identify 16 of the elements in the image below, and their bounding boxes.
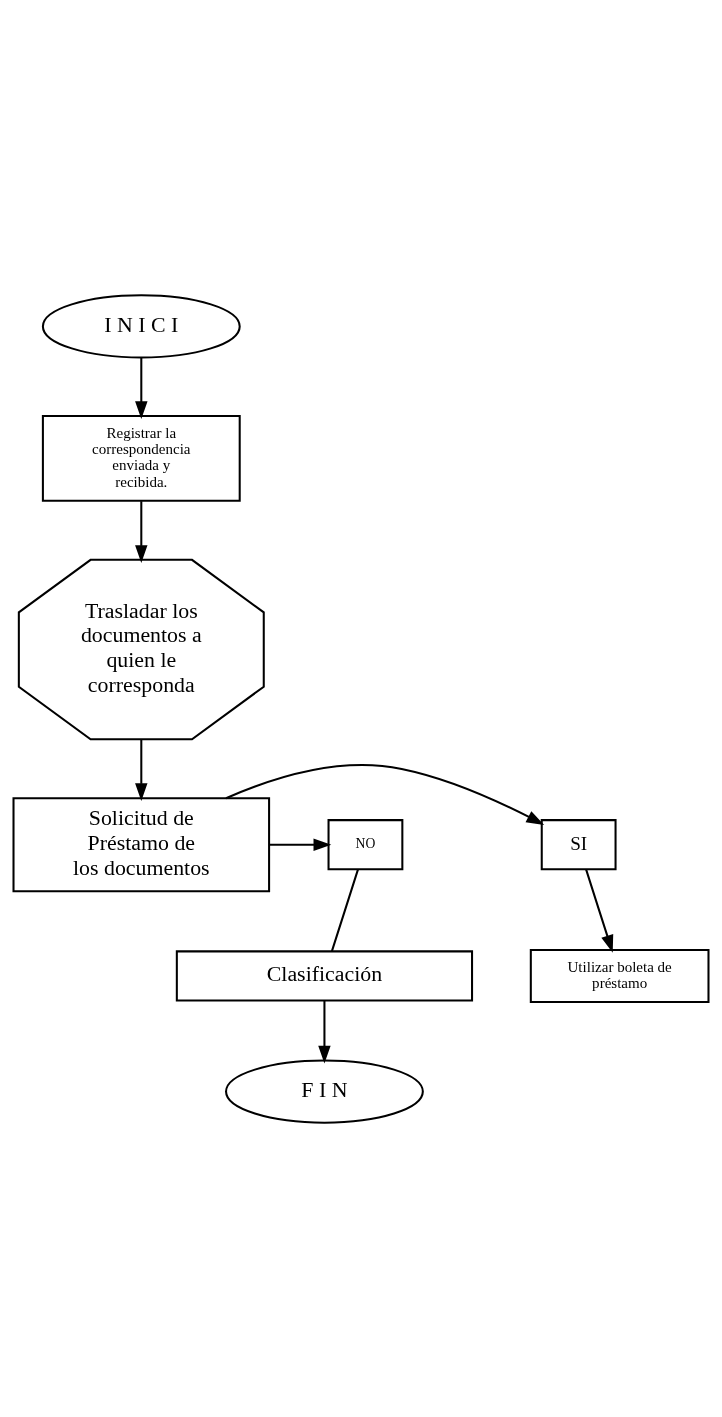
node-box: Registrar la correspondencia enviada y recibida.	[41, 414, 241, 502]
node-box: SI	[540, 818, 617, 870]
node-ellipse: F I N	[225, 1058, 424, 1124]
arrow	[269, 838, 332, 851]
node-ellipse: I N I C I	[41, 293, 241, 358]
arrow	[585, 868, 614, 953]
arrow	[318, 1000, 331, 1064]
arrow	[135, 739, 148, 801]
arrow	[135, 500, 148, 563]
node-box: Clasificación	[175, 949, 474, 1002]
connector	[330, 868, 359, 951]
node-box: NO	[327, 818, 404, 870]
arrow	[225, 763, 545, 825]
arrow	[135, 357, 148, 419]
node-box: Utilizar boleta de préstamo	[529, 948, 710, 1003]
node-box: Solicitud de Préstamo de los documentos	[12, 796, 271, 892]
